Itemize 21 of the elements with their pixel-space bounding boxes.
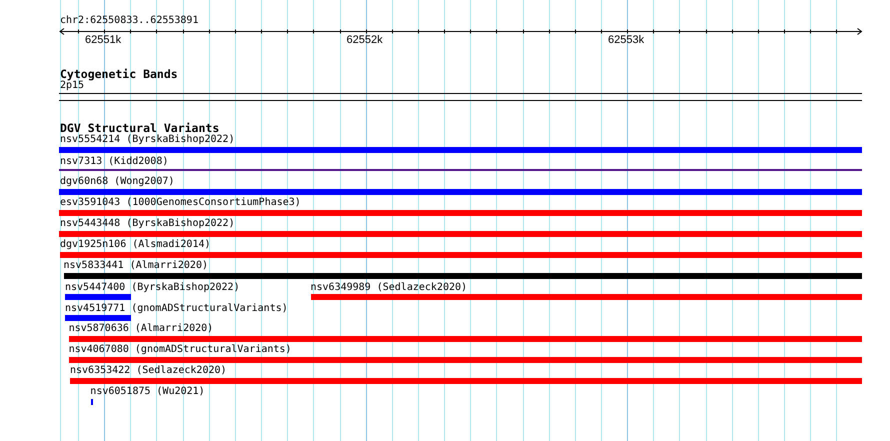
feature-label: nsv5447400 (ByrskaBishop2022) (65, 282, 240, 294)
feature-label: nsv5833441 (Almarri2020) (64, 260, 208, 272)
track-title: Cytogenetic Bands (60, 68, 178, 80)
feature-label: esv3591043 (1000GenomesConsortiumPhase3) (60, 197, 301, 209)
band-label: 2p15 (60, 80, 84, 92)
feature-label: nsv5443448 (ByrskaBishop2022) (60, 218, 235, 230)
feature-label: dgv1925n106 (Alsmadi2014) (60, 239, 211, 252)
feature-label: nsv4067080 (gnomADStructuralVariants) (68, 344, 292, 356)
track-title: DGV Structural Variants (60, 122, 220, 134)
tick-label: 62551k (85, 34, 122, 47)
feature-label: nsv5870636 (Almarri2020) (68, 323, 214, 336)
feature-label: nsv4519771 (gnomADStructuralVariants) (65, 302, 288, 315)
tick-label: 62552k (346, 34, 383, 47)
feature-label: nsv7313 (Kidd2008) (60, 156, 168, 168)
feature-label: nsv5554214 (ByrskaBishop2022) (60, 134, 235, 146)
tick-label: 62553k (608, 34, 644, 47)
feature-label: nsv6353422 (Sedlazeck2020) (70, 365, 227, 378)
feature-label: nsv6051875 (Wu2021) (90, 386, 205, 398)
feature-label: dgv60n68 (Wong2007) (60, 176, 174, 188)
locus-label: chr2:62550833..62553891 (60, 15, 198, 27)
feature-label: nsv6349989 (Sedlazeck2020) (310, 282, 468, 294)
